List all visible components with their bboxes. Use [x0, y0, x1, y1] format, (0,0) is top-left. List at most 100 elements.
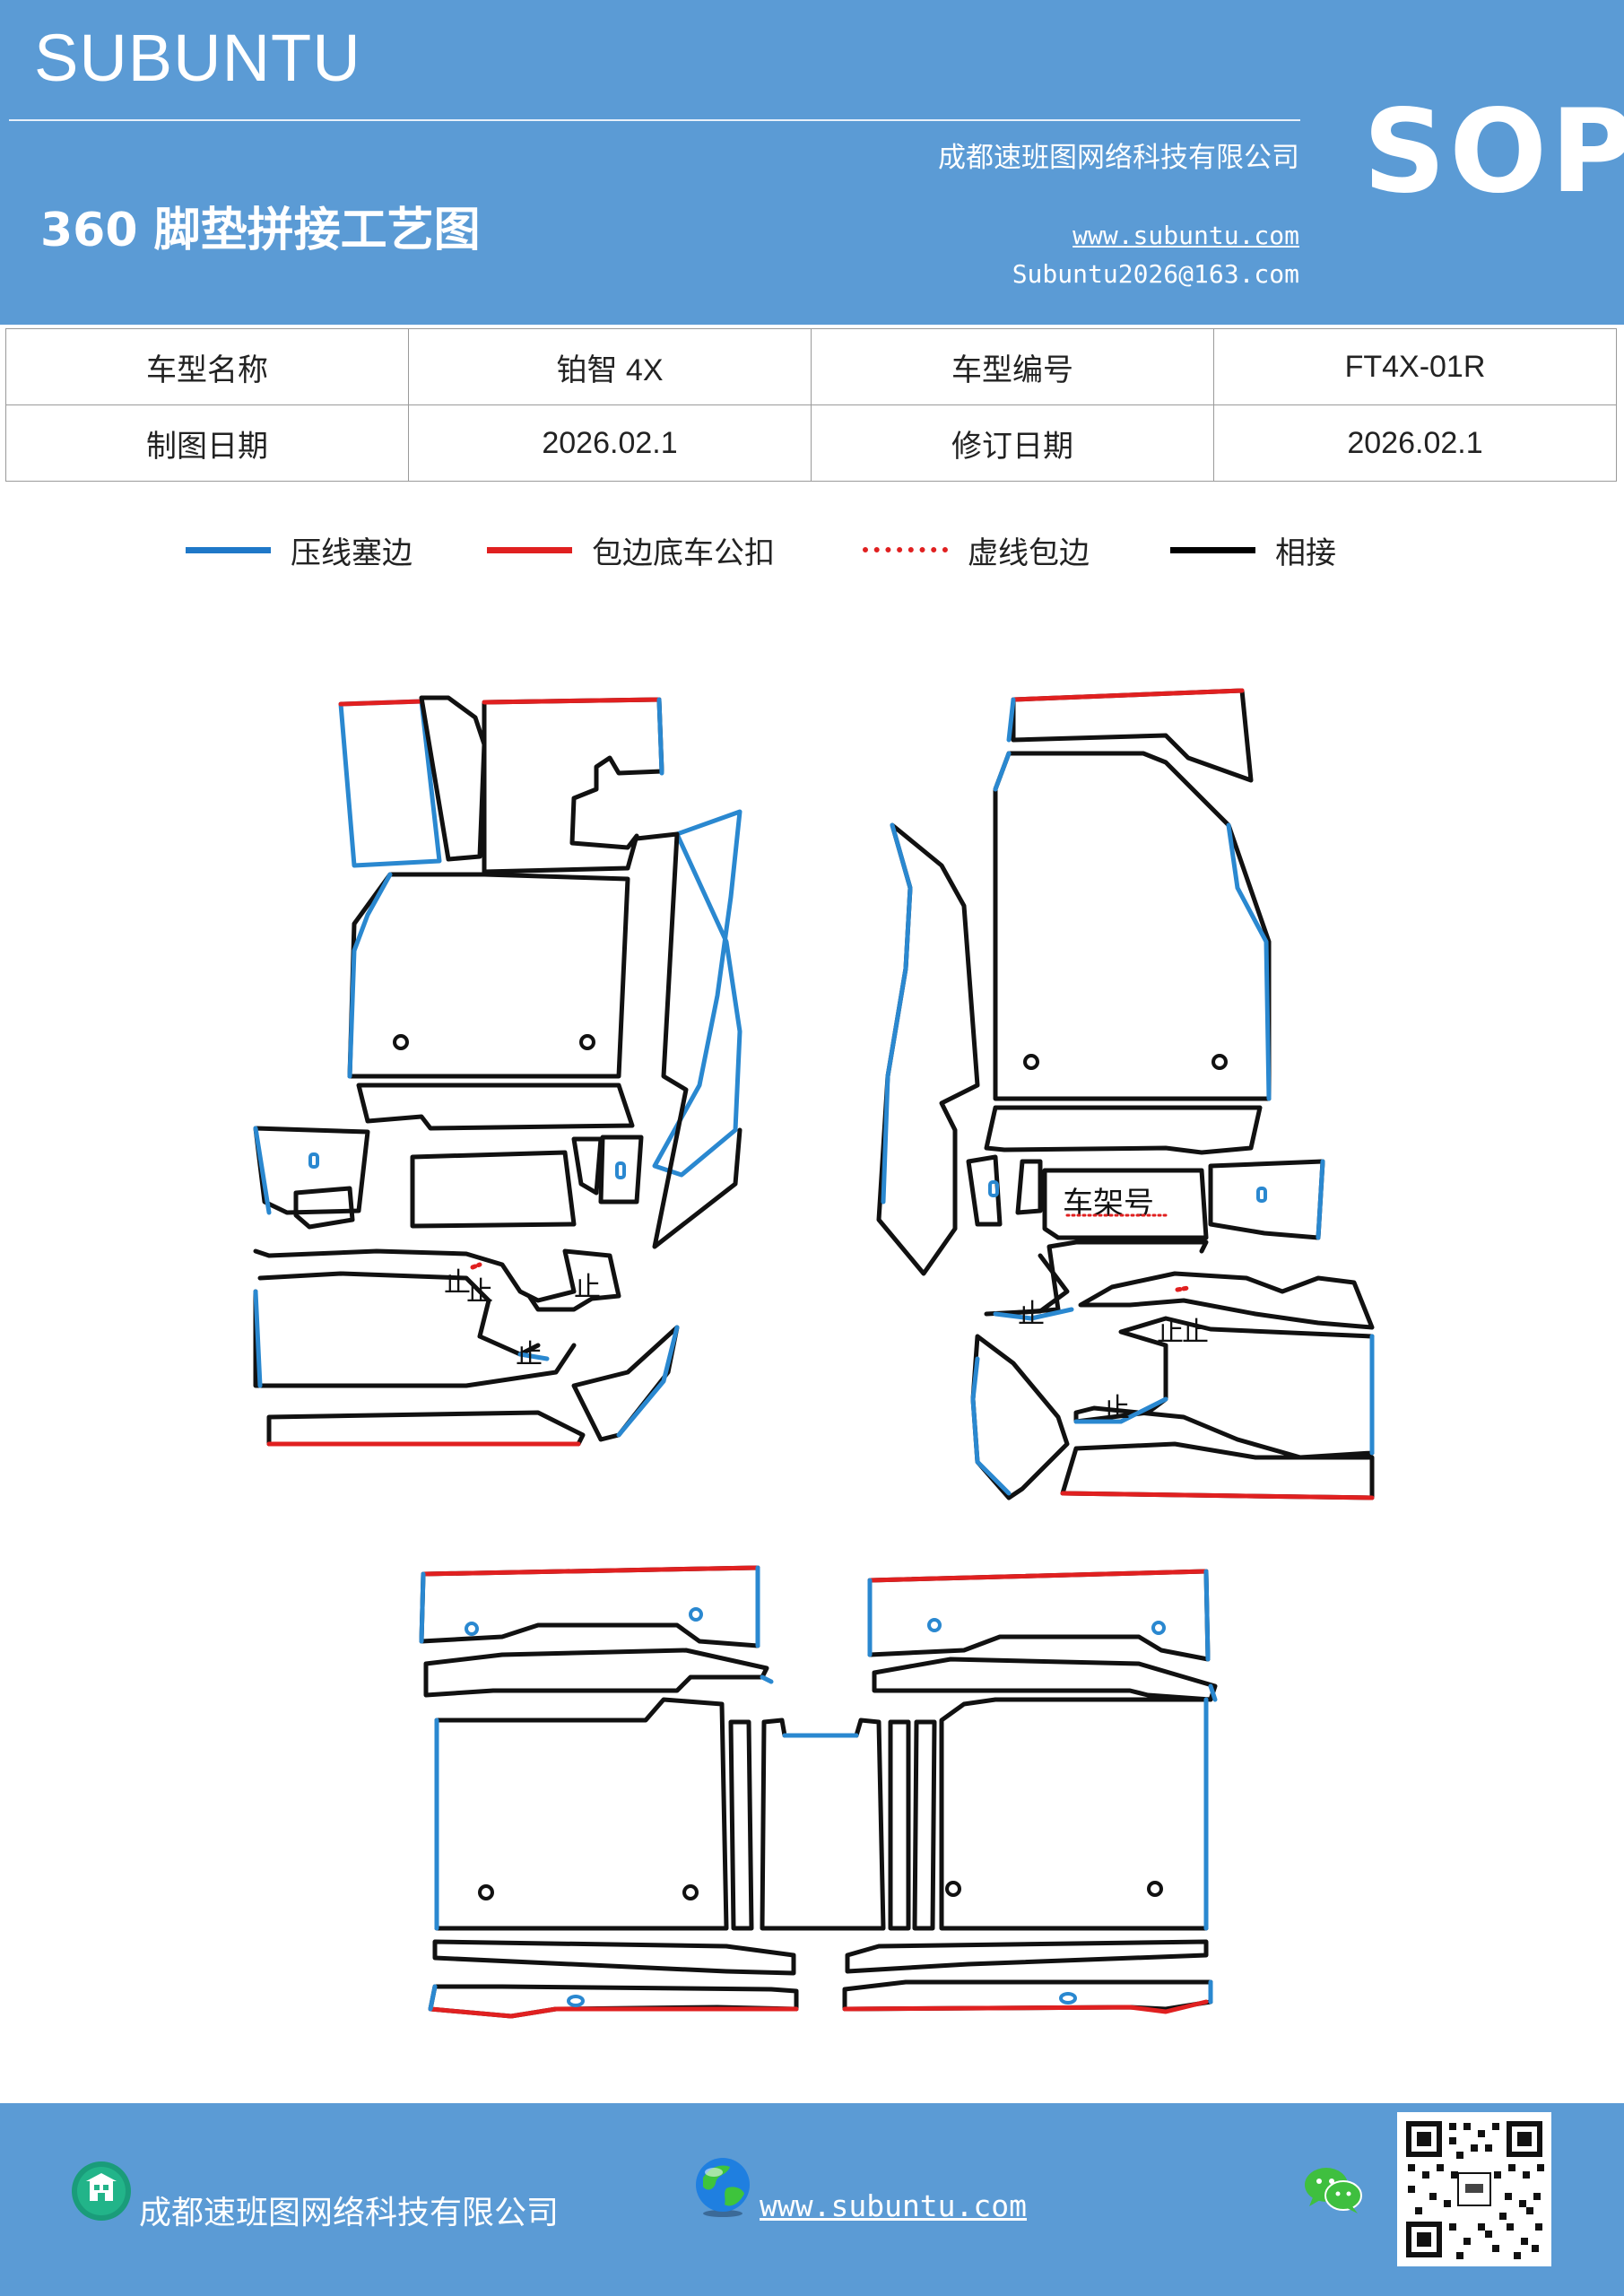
fl-dotted-edge: [470, 1262, 482, 1270]
fr-main-piece: [993, 751, 1272, 1101]
fl-tab-a: [571, 1136, 604, 1196]
rear-right-mat: [842, 1569, 1218, 2014]
building-icon: [72, 2161, 131, 2221]
fr-side-press: [881, 822, 913, 1205]
fr-top-edge: [1011, 688, 1245, 702]
rr-base-edge: [842, 1999, 1209, 2014]
fr-strip-1: [984, 1105, 1263, 1155]
rr-main-piece: [939, 1697, 1209, 1931]
rr-strip-2: [845, 1939, 1209, 1974]
fr-press-notch: [993, 1307, 1074, 1321]
fl-right-press: [656, 697, 664, 776]
legend-label: 压线塞边: [291, 535, 413, 571]
stop-mark: 止: [1157, 1317, 1184, 1348]
fl-bottom-press: [253, 1289, 263, 1388]
center-thin-strip: [888, 1719, 911, 1931]
rr-hole: [945, 1881, 961, 1897]
fr-frame-pad: [1042, 1168, 1209, 1240]
rr-top-edge: [867, 1569, 1209, 1583]
legend-swatch: [1170, 546, 1255, 553]
legend-item-dotted: 虚线包边: [863, 527, 1090, 572]
revise-date-value: 2026.02.1: [1213, 404, 1617, 482]
rr-clip-hole: [927, 1618, 942, 1632]
table-row: 车型名称 铂智 4X 车型编号 FT4X-01R: [5, 328, 1617, 405]
stop-mark: 止: [444, 1267, 471, 1299]
fl-clip-slot: [615, 1161, 626, 1179]
info-table: 车型名称 铂智 4X 车型编号 FT4X-01R 制图日期 2026.02.1 …: [5, 328, 1617, 482]
rl-base-press: [428, 1984, 438, 2012]
rl-top-edge: [421, 1565, 760, 1577]
footer-website-link[interactable]: www.subuntu.com: [760, 2188, 1028, 2223]
rr-strip-1: [872, 1657, 1218, 1702]
fl-top-right-edge: [482, 697, 662, 705]
website-link[interactable]: www.subuntu.com: [1073, 221, 1299, 250]
rr-top-press-right: [1203, 1569, 1211, 1662]
fr-base-strip: [1060, 1441, 1375, 1500]
email-address[interactable]: Subuntu2026@163.com: [1012, 259, 1299, 289]
fr-bottom-notch: [1073, 1396, 1168, 1424]
legend-item-wrap: 包边底车公扣: [487, 527, 775, 572]
fr-base-edge: [1060, 1491, 1375, 1500]
fr-bottom-piece: [1073, 1316, 1375, 1460]
rr-hole: [1147, 1881, 1163, 1897]
fl-small-oval: [293, 1186, 355, 1230]
fr-clip-slot: [1256, 1187, 1267, 1203]
front-left-mat: 止 止 止 止: [253, 695, 743, 1447]
draw-date-value: 2026.02.1: [408, 404, 812, 482]
wechat-icon[interactable]: [1302, 2163, 1365, 2217]
fr-main-press-top: [993, 751, 1012, 792]
fr-main-press-right: [1226, 822, 1272, 1101]
rl-base-edge: [428, 2006, 799, 2019]
globe-icon: [696, 2158, 750, 2217]
revise-date-label: 修订日期: [811, 404, 1214, 482]
fl-top-edge: [338, 699, 424, 707]
fl-tab-b: [598, 1135, 644, 1205]
floor-mat-diagram: 止 止 止 止 车架号 止: [253, 688, 1375, 2019]
rear-center-hump: [760, 1718, 911, 1931]
footer-company-name: 成都速班图网络科技有限公司: [139, 2195, 560, 2231]
stop-mark: 止: [466, 1276, 493, 1308]
frame-number-label: 车架号: [1063, 1186, 1154, 1222]
model-name-label: 车型名称: [5, 328, 409, 405]
fr-hole: [1023, 1054, 1039, 1070]
fr-join-a: [984, 1253, 1070, 1317]
legend-swatch: [487, 546, 572, 553]
fl-strip-1: [356, 1083, 635, 1131]
model-code-label: 车型编号: [811, 328, 1214, 405]
rr-clip-hole: [1151, 1621, 1166, 1635]
rr-base-strip: [842, 1979, 1213, 2012]
stop-mark: 止: [1103, 1393, 1130, 1424]
fl-top-right-piece: [482, 697, 664, 874]
rear-left-mat: [419, 1565, 799, 2019]
fl-press-notch: [517, 1352, 550, 1361]
rl-top-press-left: [419, 1571, 426, 1644]
fr-top-piece: [1011, 688, 1254, 783]
rl-strip-press: [760, 1674, 774, 1684]
fl-left-pad: [253, 1126, 370, 1215]
rl-strip-2: [432, 1939, 796, 1976]
fl-bottom-piece: [253, 1289, 577, 1388]
rr-top-piece: [867, 1569, 1211, 1662]
stop-mark: 止: [1182, 1317, 1209, 1348]
fr-right-pad: [1208, 1159, 1325, 1240]
fl-main-left-press: [347, 872, 393, 1079]
fr-inner-curve: [997, 1239, 1209, 1317]
sop-badge: SOP: [1363, 85, 1624, 219]
brand-name: SUBUNTU: [34, 21, 361, 95]
fl-inner-curve: [257, 1271, 541, 1357]
legend-label: 包边底车公扣: [592, 535, 775, 571]
fl-side-strip: [652, 809, 743, 1178]
legend-label: 虚线包边: [968, 535, 1090, 571]
qr-code-icon[interactable]: [1397, 2112, 1551, 2266]
rl-strip-1: [423, 1648, 769, 1698]
front-right-mat: 车架号 止 止 止 止: [876, 688, 1375, 1500]
fr-corner-press: [970, 1356, 1012, 1496]
stop-mark: 止: [516, 1339, 543, 1370]
rr-clip-slot: [1059, 1992, 1077, 2005]
rl-thin-strip: [728, 1719, 754, 1931]
fr-tab-b: [1015, 1159, 1043, 1215]
legend-item-press: 压线塞边: [186, 527, 413, 572]
rl-clip-hole: [465, 1622, 479, 1636]
company-name: 成都速班图网络科技有限公司: [938, 142, 1299, 174]
rr-thin-strip: [912, 1719, 937, 1931]
